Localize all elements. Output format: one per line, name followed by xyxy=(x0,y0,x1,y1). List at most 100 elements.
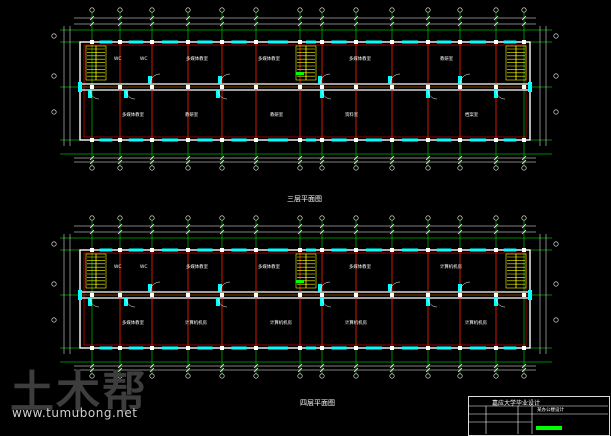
window xyxy=(197,248,213,252)
window xyxy=(231,346,247,350)
axis-bubble xyxy=(319,215,325,221)
window xyxy=(401,138,419,142)
axis-bubble xyxy=(425,215,431,221)
door xyxy=(78,82,82,92)
window xyxy=(306,346,316,350)
dimension-tick xyxy=(425,159,431,165)
dimension-tick xyxy=(117,155,123,161)
axis-bubble xyxy=(521,165,527,171)
door-swing xyxy=(125,297,136,308)
column xyxy=(150,85,154,89)
column xyxy=(522,40,526,44)
room-label: WC xyxy=(140,56,147,62)
window xyxy=(503,138,517,142)
dimension-tick xyxy=(353,363,359,369)
room-label: 计算机机房 xyxy=(270,319,293,326)
room-label: WC xyxy=(140,264,147,270)
door xyxy=(388,284,392,292)
dimension-tick xyxy=(425,363,431,369)
column xyxy=(522,346,526,350)
window xyxy=(401,248,419,252)
dimension-tick xyxy=(389,367,395,373)
axis-bubble xyxy=(389,165,395,171)
axis-bubble xyxy=(253,215,259,221)
dimension-tick xyxy=(117,15,123,21)
dimension-tick xyxy=(457,159,463,165)
axis-bubble xyxy=(117,7,123,13)
room-label: WC xyxy=(114,264,121,270)
window xyxy=(99,40,113,44)
dimension-tick xyxy=(457,229,463,235)
dimension-tick xyxy=(89,363,95,369)
dimension-tick xyxy=(89,159,95,165)
room-label: 档案室 xyxy=(465,111,479,118)
window xyxy=(197,346,213,350)
dimension-tick xyxy=(353,21,359,27)
door xyxy=(88,298,92,306)
window xyxy=(331,40,347,44)
column xyxy=(354,85,358,89)
window xyxy=(436,138,452,142)
column xyxy=(320,138,324,142)
window xyxy=(365,248,383,252)
dimension-tick xyxy=(117,21,123,27)
column xyxy=(458,248,462,252)
axis-bubble xyxy=(219,215,225,221)
door xyxy=(88,90,92,98)
axis-bubble xyxy=(51,317,57,323)
window xyxy=(469,138,487,142)
dimension-tick xyxy=(493,367,499,373)
door xyxy=(216,298,220,306)
dimension-tick xyxy=(185,159,191,165)
column xyxy=(118,138,122,142)
room-label: 教研室 xyxy=(185,111,199,118)
window xyxy=(331,138,347,142)
door-swing xyxy=(219,73,231,85)
axis-bubble xyxy=(457,215,463,221)
room-label: WC xyxy=(114,56,121,62)
column xyxy=(426,248,430,252)
column xyxy=(494,248,498,252)
axis-bubble xyxy=(521,7,527,13)
dimension-tick xyxy=(389,21,395,27)
plan-title-fourth-floor: 四层平面图 xyxy=(300,399,335,407)
column xyxy=(118,40,122,44)
window xyxy=(365,40,383,44)
window xyxy=(268,138,288,142)
dimension-tick xyxy=(389,223,395,229)
dimension-tick xyxy=(185,367,191,373)
window xyxy=(161,40,179,44)
dimension-tick xyxy=(253,229,259,235)
axis-bubble xyxy=(319,165,325,171)
axis-bubble xyxy=(553,109,559,115)
room-label: 资料室 xyxy=(345,111,359,118)
axis-bubble xyxy=(389,373,395,379)
dimension-tick xyxy=(389,229,395,235)
dimension-tick xyxy=(297,15,303,21)
room-label: 多媒体教室 xyxy=(122,319,145,326)
window xyxy=(436,346,452,350)
dimension-tick xyxy=(89,367,95,373)
dimension-tick xyxy=(389,155,395,161)
dimension-tick xyxy=(149,15,155,21)
dimension-tick xyxy=(389,159,395,165)
door-swing xyxy=(389,281,401,293)
column xyxy=(90,346,94,350)
window xyxy=(469,248,487,252)
dimension-tick xyxy=(297,229,303,235)
room-label: 多媒体教室 xyxy=(258,55,281,62)
door-swing xyxy=(89,89,100,100)
column xyxy=(150,138,154,142)
axis-bubble xyxy=(353,7,359,13)
axis-bubble xyxy=(89,215,95,221)
column xyxy=(522,138,526,142)
column xyxy=(458,293,462,297)
door xyxy=(318,284,322,292)
exterior-wall xyxy=(79,41,531,141)
dimension-tick xyxy=(353,223,359,229)
column xyxy=(220,293,224,297)
dimension-tick xyxy=(297,363,303,369)
window xyxy=(365,346,383,350)
door-swing xyxy=(459,281,471,293)
